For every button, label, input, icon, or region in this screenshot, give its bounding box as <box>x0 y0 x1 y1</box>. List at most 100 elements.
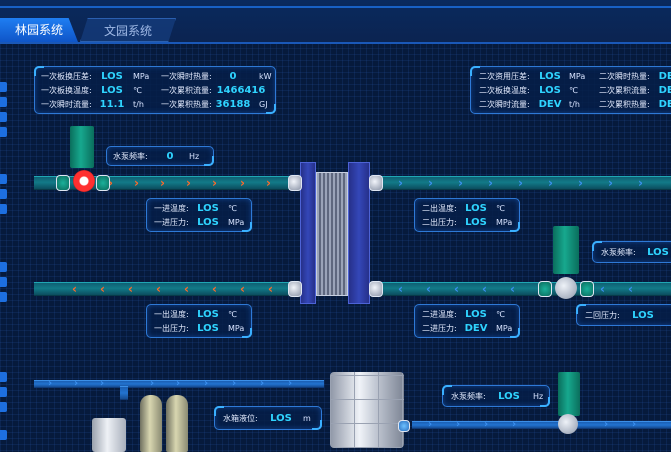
field-unit: t/h <box>133 100 144 109</box>
field-value: LOS <box>465 309 487 320</box>
flow-arrow-right-icon: › <box>456 419 461 430</box>
flow-arrow-left-icon: ‹ <box>72 282 77 296</box>
field-label: 二出压力: <box>422 218 457 227</box>
heat-exchanger-plates <box>316 172 348 296</box>
pump-body-icon[interactable] <box>558 414 578 434</box>
field-unit: Hz <box>189 152 200 161</box>
heat-exchanger-left-plate <box>300 162 316 304</box>
field-unit: Hz <box>533 392 544 401</box>
flow-arrow-right-icon: › <box>484 419 489 430</box>
field-label: 二回压力: <box>585 311 620 320</box>
flow-arrow-right-icon: › <box>186 176 191 190</box>
flow-arrow-right-icon: › <box>266 176 271 190</box>
panel-corner <box>470 66 480 76</box>
field-value: DEV <box>538 99 562 110</box>
pump2-frequency-row: 水泵频率: LOS <box>601 247 671 258</box>
primary-flow-row: 一次瞬时流量: 11.1 t/h <box>41 99 159 110</box>
flow-arrow-left-icon: ‹ <box>240 282 245 296</box>
field-value: DEV <box>658 99 671 110</box>
field-label: 一次瞬时热量: <box>161 72 212 81</box>
field-value: LOS <box>539 71 561 82</box>
flow-arrow-right-icon: › <box>632 419 637 430</box>
field-value: LOS <box>498 391 520 402</box>
flow-arrow-right-icon: › <box>428 419 433 430</box>
side-nav-button[interactable] <box>0 127 7 137</box>
field-unit: ℃ <box>228 310 237 319</box>
field-unit: ℃ <box>569 86 578 95</box>
side-nav-button[interactable] <box>0 277 7 287</box>
side-nav-button[interactable] <box>0 189 7 199</box>
panel-corner <box>312 420 322 430</box>
flow-arrow-right-icon: › <box>74 378 79 389</box>
secondary-diff-pressure-row: 二次资用压差: LOS MPa <box>479 71 591 82</box>
side-nav-button[interactable] <box>0 82 7 92</box>
side-nav-button[interactable] <box>0 112 7 122</box>
side-nav-button[interactable] <box>0 174 7 184</box>
pump-fan-icon[interactable] <box>73 170 95 192</box>
pipe-flange-icon <box>369 281 383 297</box>
flow-arrow-left-icon: ‹ <box>454 282 459 296</box>
side-nav-button[interactable] <box>0 387 7 397</box>
flow-arrow-right-icon: › <box>608 176 613 190</box>
side-nav-button[interactable] <box>0 430 7 440</box>
primary-total-flow-row: 一次累积流量: 1466416 <box>161 85 267 96</box>
field-value: DEV <box>464 323 488 334</box>
secondary-total-flow-row: 二次累积流量: DEV <box>599 85 671 96</box>
flow-arrow-left-icon: ‹ <box>184 282 189 296</box>
tab-wenyuan-system[interactable]: 文园系统 <box>80 18 176 42</box>
field-value: LOS <box>101 85 123 96</box>
tank-level-row: 水箱液位: LOS m <box>223 413 315 424</box>
field-value: LOS <box>101 71 123 82</box>
field-unit: MPa <box>228 218 245 227</box>
makeup-outlet-pipe <box>412 421 671 429</box>
pump1-frequency-row: 水泵频率: 0 Hz <box>113 151 203 162</box>
tank-level-panel: 水箱液位: LOS m <box>214 406 322 430</box>
tab-linyuan-system[interactable]: 林园系统 <box>0 18 78 42</box>
field-value: 36188 <box>215 99 251 110</box>
secondary-flow-row: 二次瞬时流量: DEV t/h <box>479 99 591 110</box>
secondary-supply-pipe <box>375 176 671 190</box>
pump1-frequency-panel: 水泵频率: 0 Hz <box>106 146 214 166</box>
flow-arrow-right-icon: › <box>604 419 609 430</box>
field-unit: MPa <box>569 72 586 81</box>
field-unit: ℃ <box>133 86 142 95</box>
side-nav-button[interactable] <box>0 262 7 272</box>
field-label: 水泵频率: <box>113 152 148 161</box>
flow-arrow-left-icon: ‹ <box>156 282 161 296</box>
flow-arrow-right-icon: › <box>134 176 139 190</box>
primary-temperature-row: 一次板换温度: LOS ℃ <box>41 85 159 96</box>
field-label: 水泵频率: <box>451 392 486 401</box>
flow-arrow-left-icon: ‹ <box>426 282 431 296</box>
pump-body-icon[interactable] <box>555 277 577 299</box>
side-nav-button[interactable] <box>0 372 7 382</box>
flow-arrow-right-icon: › <box>398 176 403 190</box>
field-unit: MPa <box>228 324 245 333</box>
panel-corner <box>510 328 520 338</box>
side-nav-button[interactable] <box>0 402 7 412</box>
field-label: 一出压力: <box>154 324 189 333</box>
field-value: LOS <box>197 309 219 320</box>
primary-return-pipe <box>34 282 296 296</box>
field-value: DEV <box>658 85 671 96</box>
flow-arrow-left-icon: ‹ <box>128 282 133 296</box>
side-nav-button[interactable] <box>0 97 7 107</box>
flow-arrow-right-icon: › <box>100 378 105 389</box>
field-unit: ℃ <box>496 310 505 319</box>
filter-tank-icon <box>140 395 162 452</box>
flow-arrow-left-icon: ‹ <box>212 282 217 296</box>
panel-corner <box>242 222 252 232</box>
panel-corner <box>442 385 452 395</box>
side-nav-button[interactable] <box>0 204 7 214</box>
filter-tank-icon <box>166 395 188 452</box>
panel-corner <box>34 66 44 76</box>
water-tank[interactable] <box>330 372 404 448</box>
secondary-total-heat-row: 二次累积热量: DEV <box>599 99 671 110</box>
secondary-return-pipe <box>375 282 671 296</box>
field-label: 二出温度: <box>422 204 457 213</box>
field-label: 二次瞬时热量: <box>599 72 650 81</box>
flow-arrow-right-icon: › <box>458 176 463 190</box>
field-label: 二次累积流量: <box>599 86 650 95</box>
secondary-return-pressure-row: 二进压力: DEV MPa <box>422 323 518 334</box>
side-nav-button[interactable] <box>0 292 7 302</box>
field-value: LOS <box>539 85 561 96</box>
